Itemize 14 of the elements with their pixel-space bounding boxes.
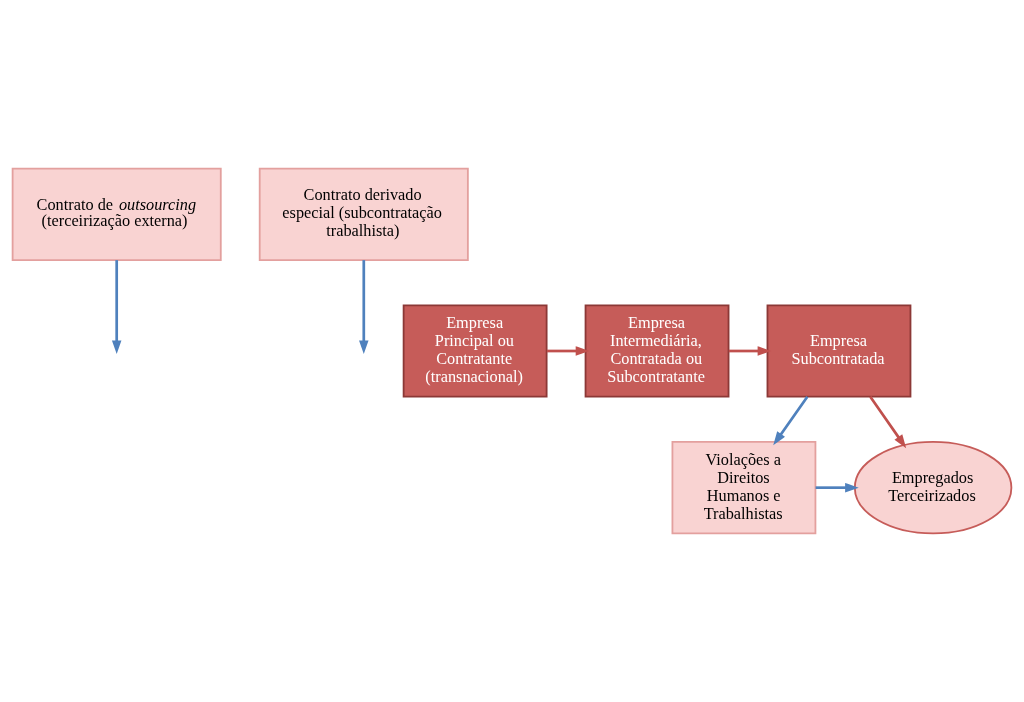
arrow — [359, 260, 369, 355]
node-box: Violações a Direitos Humanos e Trabalhistas — [671, 441, 817, 535]
arrow — [728, 346, 772, 356]
node-box: Contrato derivado especial (subcontratação trabalhista) — [258, 167, 469, 261]
node-ellipse: Empregados Terceirizados — [853, 441, 1013, 535]
arrow — [815, 482, 859, 493]
node-box: Contrato de outsourcing (terceirização externa) — [11, 167, 222, 261]
arrow — [773, 396, 809, 446]
arrow — [546, 346, 590, 356]
node-box: Empresa Principal ou Contratante (transnacional) — [402, 304, 548, 398]
arrow — [869, 396, 907, 449]
node-box: Empresa Subcontratada — [766, 304, 912, 398]
arrow — [111, 260, 122, 355]
node-box: Empresa Intermediária, Contratada ou Subcontratante — [584, 304, 730, 398]
